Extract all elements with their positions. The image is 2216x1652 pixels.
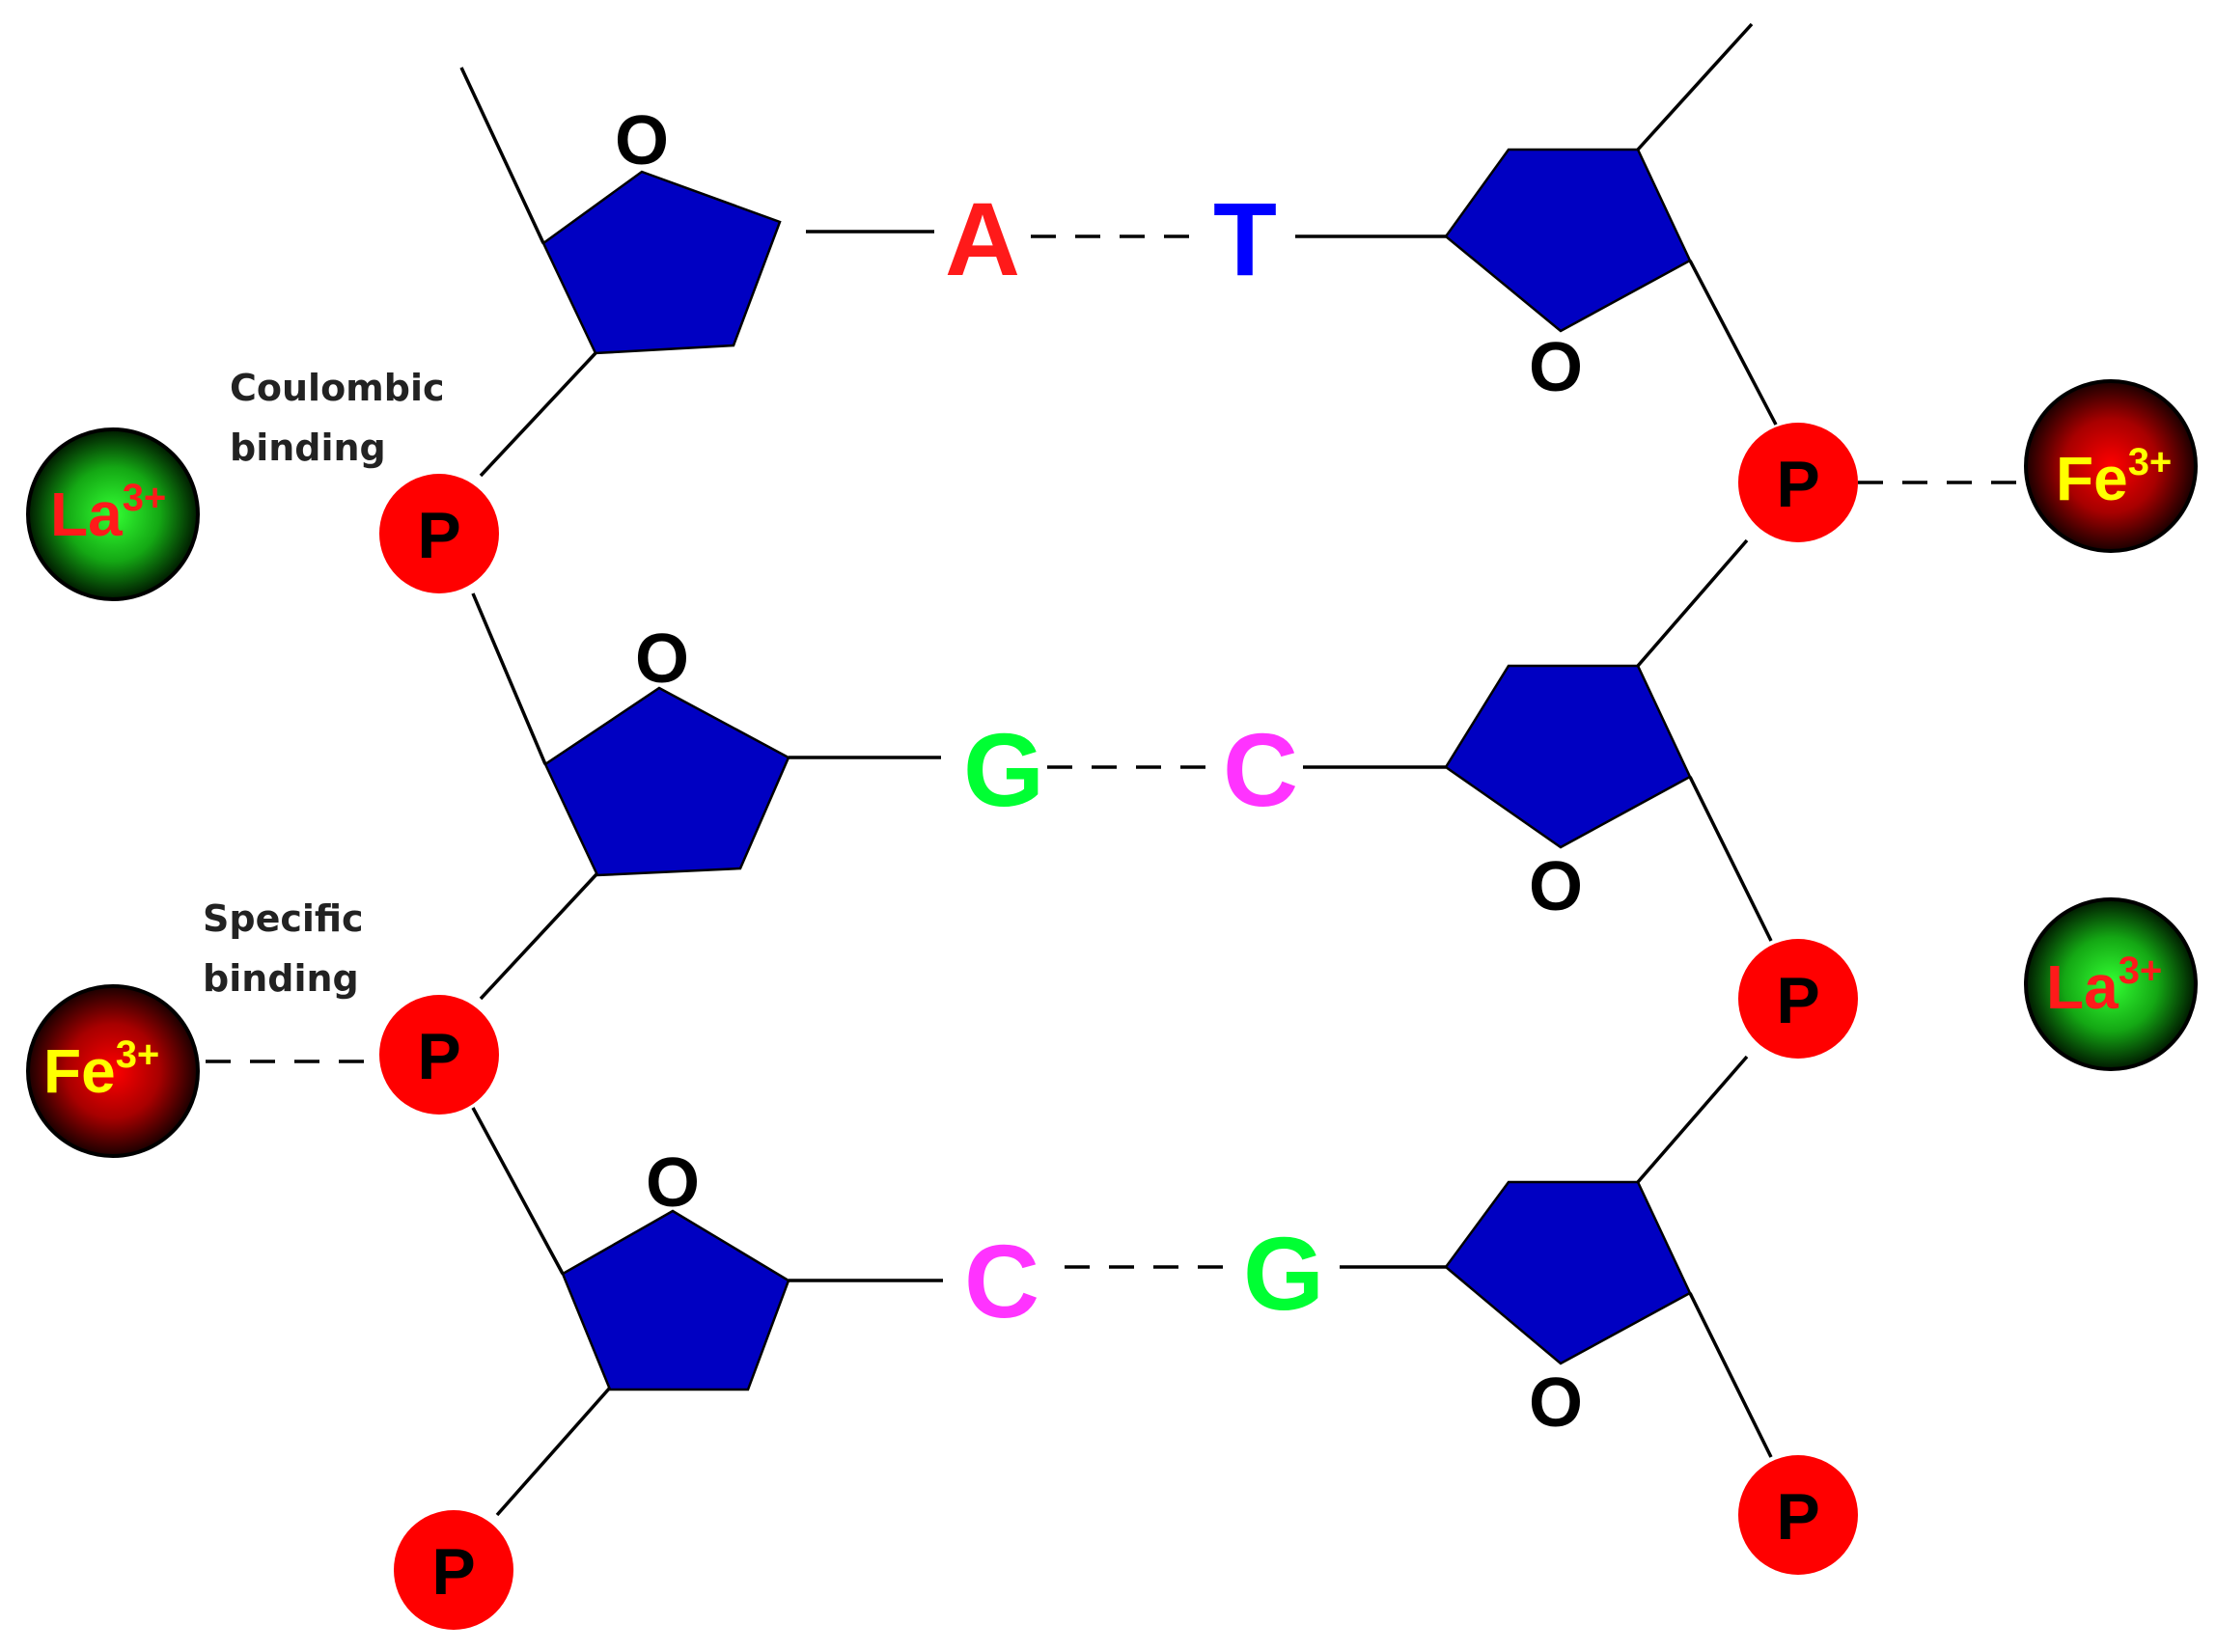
ion-charge: 3+: [2119, 950, 2163, 992]
la-ion-sphere: [2024, 897, 2198, 1071]
bond-phosphate1r-sugar2r: [1636, 538, 1749, 668]
la-ion-label: La3+: [50, 477, 166, 549]
fe-ion-left: Fe3+: [26, 984, 200, 1158]
coulombic-binding-annotation: Coulombic binding: [230, 367, 445, 469]
annotation-line: binding: [203, 957, 359, 1000]
bond-sugar3r-phosphate3r: [1688, 1292, 1773, 1458]
ion-symbol: Fe: [43, 1036, 116, 1106]
oxygen-label: O: [646, 1144, 700, 1222]
phosphate-label: P: [417, 499, 460, 572]
phosphate-label: P: [1776, 964, 1819, 1037]
annotation-line: Specific: [203, 897, 364, 940]
bond-phosphate1-sugar2: [471, 592, 547, 765]
bond-sugar1-phosphate1: [479, 351, 597, 478]
specific-binding-annotation: Specific binding: [203, 897, 364, 1000]
phosphate-right-1: P: [1738, 423, 1858, 542]
annotation-line: Coulombic: [230, 367, 445, 409]
ion-charge: 3+: [2128, 441, 2173, 483]
ion-charge: 3+: [123, 477, 167, 519]
base-left-1: A: [945, 180, 1020, 297]
la-ion-sphere: [26, 427, 200, 601]
hydrogen-bonds: [1031, 234, 1238, 1269]
fe-ion-sphere: [26, 984, 200, 1158]
base-right-2: C: [1223, 711, 1298, 828]
phosphate-left-2: P: [379, 995, 499, 1115]
sugar-ring-left-2: [543, 686, 790, 877]
sugar-ring-right-1: [1444, 148, 1692, 333]
ion-symbol: La: [2046, 952, 2119, 1022]
left-backbone: [459, 67, 612, 1517]
base-left-3: C: [964, 1223, 1039, 1339]
oxygen-label: O: [1529, 1364, 1583, 1442]
phosphate-label: P: [1776, 448, 1819, 521]
fe-ion-label: Fe3+: [2056, 441, 2172, 513]
ion-symbol: Fe: [2056, 444, 2128, 513]
la-ion-left: La3+: [26, 427, 200, 601]
phosphate-circle: [1738, 939, 1858, 1059]
annotation-line: binding: [230, 427, 386, 469]
la-ion-right: La3+: [2024, 897, 2198, 1071]
bond-sugar2-phosphate2: [479, 871, 599, 1001]
phosphate-right-2: P: [1738, 939, 1858, 1059]
phosphate-circle: [1738, 423, 1858, 542]
sugar-ring-right-3: [1444, 1180, 1692, 1365]
oxygen-label: O: [635, 620, 689, 698]
sugar-ring-left-3: [561, 1209, 790, 1391]
phosphate-circle: [379, 474, 499, 593]
base-right-1: T: [1213, 180, 1277, 297]
bond-sugar3-phosphate3: [495, 1386, 612, 1517]
phosphate-circle: [1738, 1455, 1858, 1575]
fe-ion-label: Fe3+: [43, 1033, 159, 1106]
oxygen-label: O: [615, 102, 669, 179]
phosphate-circle: [394, 1510, 513, 1630]
left-strand-end-bond: [459, 67, 545, 244]
base-right-3: G: [1243, 1215, 1324, 1332]
sugar-ring-right-2: [1444, 664, 1692, 849]
fe-ion-right: Fe3+: [2024, 379, 2198, 553]
oxygen-label: O: [1529, 848, 1583, 925]
right-strand-end-bond: [1636, 22, 1754, 151]
phosphate-right-3: P: [1738, 1455, 1858, 1575]
ion-charge: 3+: [116, 1033, 160, 1076]
bond-sugar1r-phosphate1r: [1688, 260, 1778, 426]
bond-phosphate2-sugar3: [471, 1107, 565, 1275]
ion-symbol: La: [50, 480, 123, 549]
phosphate-label: P: [431, 1535, 475, 1609]
phosphate-label: P: [1776, 1480, 1819, 1554]
phosphate-left-1: P: [379, 474, 499, 593]
bond-sugar2r-phosphate2r: [1688, 776, 1773, 942]
fe-ion-sphere: [2024, 379, 2198, 553]
base-left-2: G: [963, 711, 1044, 828]
bond-phosphate2r-sugar3r: [1636, 1055, 1749, 1184]
sugar-ring-left-1: [541, 170, 782, 355]
right-backbone: [1636, 22, 1778, 1458]
phosphate-circle: [379, 995, 499, 1115]
phosphate-left-3: P: [394, 1510, 513, 1630]
oxygen-label: O: [1529, 329, 1583, 406]
la-ion-label: La3+: [2046, 950, 2162, 1022]
phosphate-label: P: [417, 1020, 460, 1093]
base-bonds: [789, 230, 1446, 1282]
